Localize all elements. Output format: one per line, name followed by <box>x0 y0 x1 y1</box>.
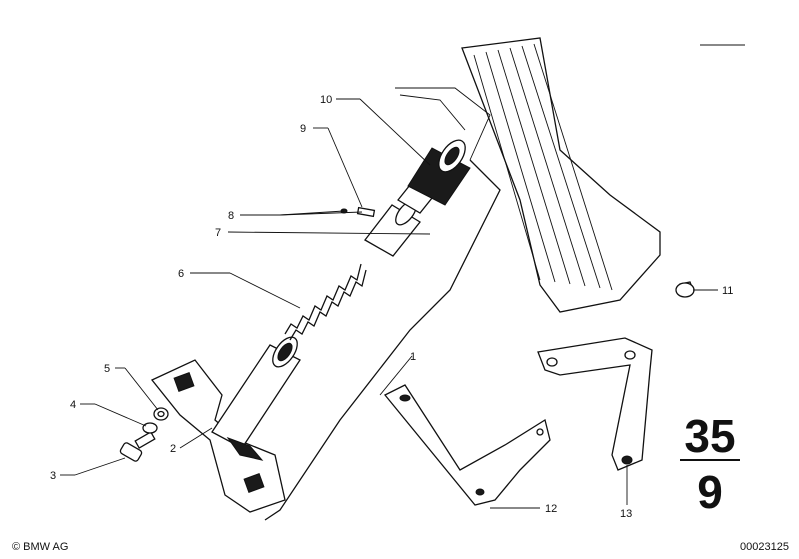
bracket-part-13 <box>537 337 653 471</box>
copyright: © BMW AG <box>12 541 69 553</box>
spring-washer-part-4 <box>142 422 158 434</box>
callout-8: 8 <box>228 210 234 222</box>
callout-1: 1 <box>410 351 416 363</box>
leader-lines <box>60 98 718 509</box>
callout-11: 11 <box>722 285 733 297</box>
callout-9: 9 <box>300 123 306 135</box>
callout-labels: 10 9 8 7 6 5 4 3 2 1 11 12 13 <box>50 94 733 520</box>
callout-2: 2 <box>170 443 176 455</box>
bracket-part-1 <box>264 87 501 521</box>
washer-part-5 <box>153 407 169 421</box>
stop-buffer-part-11 <box>675 281 695 298</box>
callout-10: 10 <box>320 94 332 106</box>
bolt-part-3 <box>119 431 156 462</box>
bracket-part-12 <box>383 384 551 506</box>
group-number: 35 9 <box>680 410 740 518</box>
document-number: 00023125 <box>740 541 789 553</box>
spring-part-6 <box>284 263 367 341</box>
callout-5: 5 <box>104 363 110 375</box>
callout-4: 4 <box>70 399 76 411</box>
callout-13: 13 <box>620 508 632 520</box>
group-number-top: 35 <box>684 410 735 462</box>
tube-housing-part-2 <box>211 336 301 461</box>
callout-3: 3 <box>50 470 56 482</box>
pedal-plate <box>461 37 745 313</box>
group-number-bottom: 9 <box>697 466 723 518</box>
callout-7: 7 <box>215 227 221 239</box>
callout-6: 6 <box>178 268 184 280</box>
callout-12: 12 <box>545 503 557 515</box>
cap-part-10 <box>407 139 471 206</box>
